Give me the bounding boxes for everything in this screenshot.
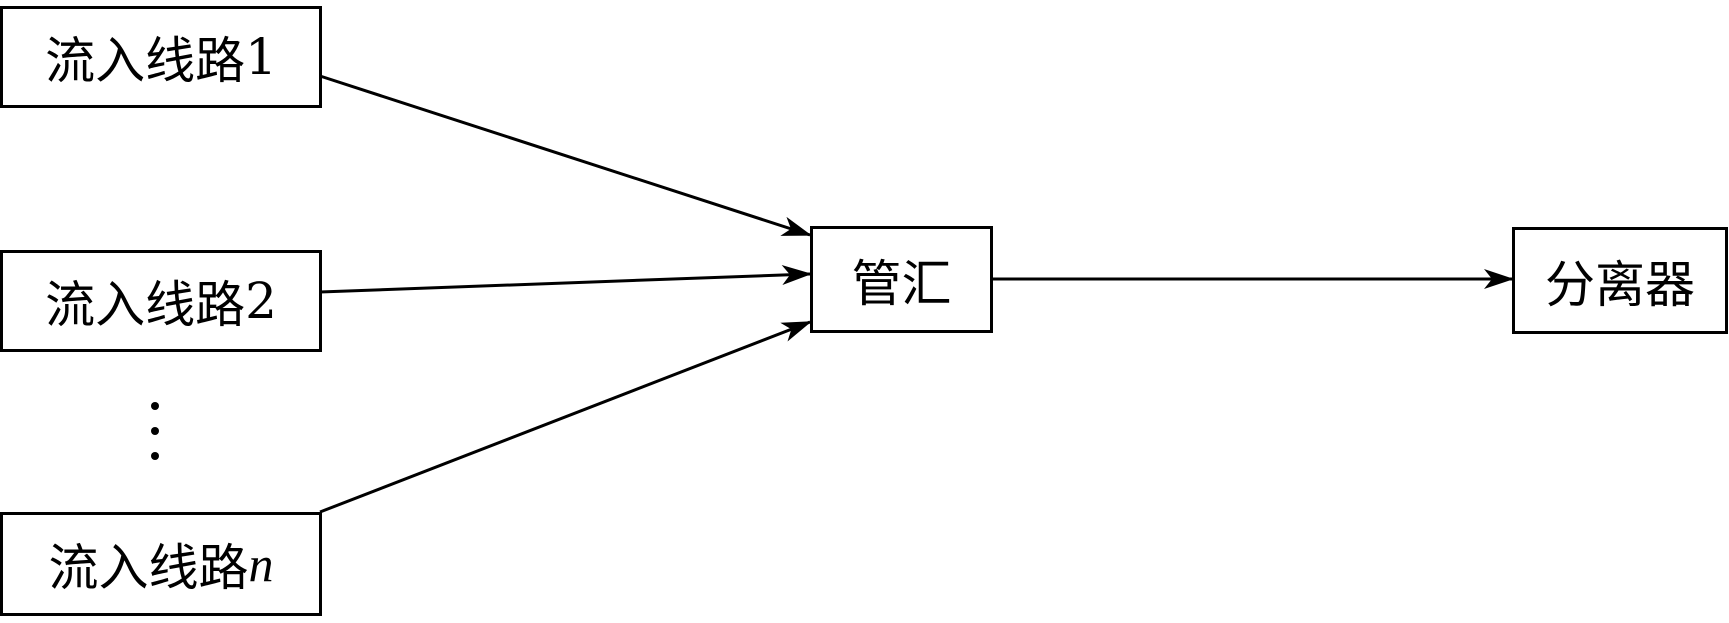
edge-inflow-n-to-manifold xyxy=(319,320,812,514)
ellipsis-dot xyxy=(151,427,159,435)
node-separator: 分离器 xyxy=(1512,227,1728,334)
node-inflow-line-1-suffix: 1 xyxy=(245,28,277,86)
edge-inflow-2-to-manifold xyxy=(319,265,812,294)
edge-inflow-1-to-manifold xyxy=(319,74,812,237)
ellipsis-dot xyxy=(151,402,159,410)
ellipsis-dot xyxy=(151,452,159,460)
node-separator-label: 分离器 xyxy=(1545,255,1695,314)
node-manifold-label: 管汇 xyxy=(851,254,952,313)
node-inflow-line-1-label: 流入线路 xyxy=(45,32,246,90)
node-inflow-line-2-label: 流入线路 xyxy=(45,276,246,334)
ellipsis-vertical xyxy=(146,402,166,472)
node-inflow-line-n-suffix: n xyxy=(248,536,274,592)
node-inflow-line-2-suffix: 2 xyxy=(245,272,277,330)
node-inflow-line-n-label: 流入线路 xyxy=(48,539,249,597)
node-manifold: 管汇 xyxy=(810,226,993,333)
